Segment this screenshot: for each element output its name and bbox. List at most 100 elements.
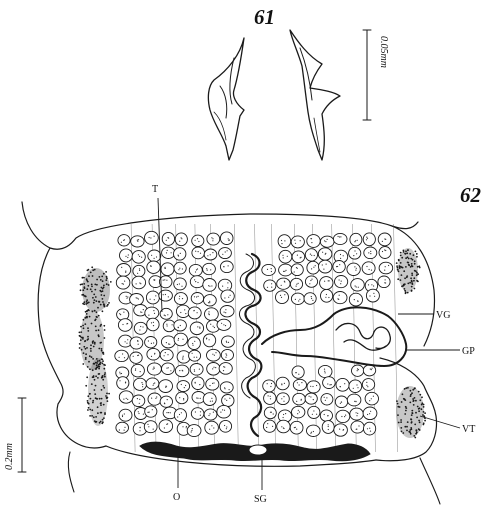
- follicle-dot: [384, 279, 386, 281]
- follicle-dot: [325, 296, 327, 298]
- testis-follicle: [333, 423, 348, 437]
- testis-follicle: [188, 263, 203, 277]
- vitellaria-dot: [98, 365, 101, 368]
- follicle-dot: [137, 343, 139, 345]
- follicle-dot: [151, 397, 153, 399]
- follicle-dot: [153, 310, 155, 312]
- follicle-dot: [213, 366, 215, 368]
- vitellaria-dot: [416, 265, 419, 268]
- testis-follicle: [346, 393, 362, 407]
- follicle-dot: [294, 242, 297, 244]
- follicle-dot: [195, 269, 198, 271]
- follicle-dot: [135, 368, 137, 370]
- follicle-dot: [180, 311, 182, 314]
- follicle-dot: [370, 369, 372, 371]
- vitellaria-dot: [402, 432, 405, 434]
- follicle-dot: [179, 295, 181, 297]
- follicle-dot: [152, 321, 154, 323]
- vitellaria-right: [396, 248, 424, 438]
- follicle-dot: [164, 266, 166, 268]
- follicle-dot: [199, 326, 201, 328]
- vitellaria-dot: [91, 341, 94, 343]
- vitellaria-dot: [409, 252, 412, 255]
- testis-follicle: [118, 390, 134, 404]
- follicle-dot: [284, 240, 286, 242]
- follicle-dot: [198, 368, 200, 370]
- follicle-dot: [199, 327, 201, 329]
- follicle-dot: [208, 339, 210, 341]
- vitellaria-dot: [412, 388, 415, 391]
- follicle-dot: [164, 352, 166, 354]
- testis-follicle: [349, 232, 363, 247]
- follicle-dot: [209, 428, 211, 430]
- testis-follicle: [221, 394, 235, 407]
- vitellaria-dot: [87, 409, 89, 411]
- follicle-dot: [286, 255, 288, 257]
- vitellaria-dot: [101, 298, 104, 300]
- follicle-dot: [153, 367, 155, 369]
- follicle-dot: [284, 270, 286, 272]
- follicle-dot: [199, 397, 201, 399]
- follicle-dot: [279, 294, 282, 296]
- testis-follicle: [290, 292, 305, 305]
- vitellaria-dot: [90, 283, 93, 286]
- follicle-dot: [185, 427, 187, 429]
- ovary-band: [139, 441, 371, 462]
- testis-follicle: [130, 363, 145, 378]
- vitellaria-dot: [105, 283, 108, 286]
- vitellaria-dot: [89, 288, 92, 291]
- vitellaria-dot: [407, 282, 410, 285]
- follicle-dot: [325, 263, 327, 265]
- follicle-dot: [295, 285, 297, 287]
- vitellaria-dot: [96, 360, 99, 362]
- follicle-dot: [228, 239, 230, 241]
- vitellaria-dot: [85, 278, 88, 281]
- follicle-dot: [370, 253, 372, 255]
- label-testes: T: [152, 184, 158, 195]
- vitellaria-dot: [402, 251, 405, 253]
- vitellaria-dot: [412, 254, 415, 257]
- testis-follicle: [291, 405, 306, 419]
- vitellaria-dot: [92, 401, 94, 404]
- vitellaria-dot: [99, 420, 102, 423]
- vitellaria-dot: [95, 375, 97, 378]
- vitellaria-dot: [107, 303, 109, 306]
- vitellaria-dot: [415, 430, 418, 432]
- follicle-dot: [296, 283, 298, 285]
- follicle-dot: [209, 302, 211, 304]
- vitellaria-dot: [81, 283, 83, 286]
- follicle-dot: [194, 381, 196, 383]
- testis-follicle: [278, 249, 293, 264]
- follicle-dot: [182, 358, 184, 360]
- vitellaria-dot: [405, 407, 408, 409]
- testis-follicle: [378, 246, 392, 259]
- vitellaria-dot: [91, 290, 93, 293]
- testis-follicle: [191, 234, 205, 247]
- vitellaria-dot: [85, 300, 88, 303]
- vitellaria-dot: [93, 389, 96, 391]
- follicle-dot: [165, 252, 168, 254]
- vitellaria-dot: [96, 398, 99, 400]
- vitellaria-dot: [397, 414, 399, 416]
- vitellaria-dot: [415, 432, 417, 435]
- vitellaria-dot: [103, 417, 105, 419]
- testis-follicle: [146, 362, 162, 376]
- testis-follicle: [206, 348, 221, 362]
- follicle-dot: [226, 399, 228, 401]
- vitellaria-dot: [79, 289, 82, 292]
- vitellaria-dot: [402, 249, 405, 252]
- vitellaria-dot: [86, 299, 88, 302]
- testis-follicle: [187, 306, 202, 320]
- vitellaria-dot: [102, 403, 105, 406]
- follicle-dot: [140, 311, 142, 313]
- follicle-dot: [124, 280, 126, 282]
- vitellaria-dot: [91, 369, 94, 372]
- striation-line: [331, 223, 336, 453]
- vitellaria-dot: [101, 275, 104, 278]
- vitellaria-dot: [109, 281, 112, 283]
- follicle-dot: [135, 297, 137, 299]
- follicle-dot: [298, 384, 300, 386]
- testis-follicle: [276, 277, 291, 290]
- vitellaria-dot: [80, 348, 83, 351]
- vitellaria-dot: [99, 411, 102, 414]
